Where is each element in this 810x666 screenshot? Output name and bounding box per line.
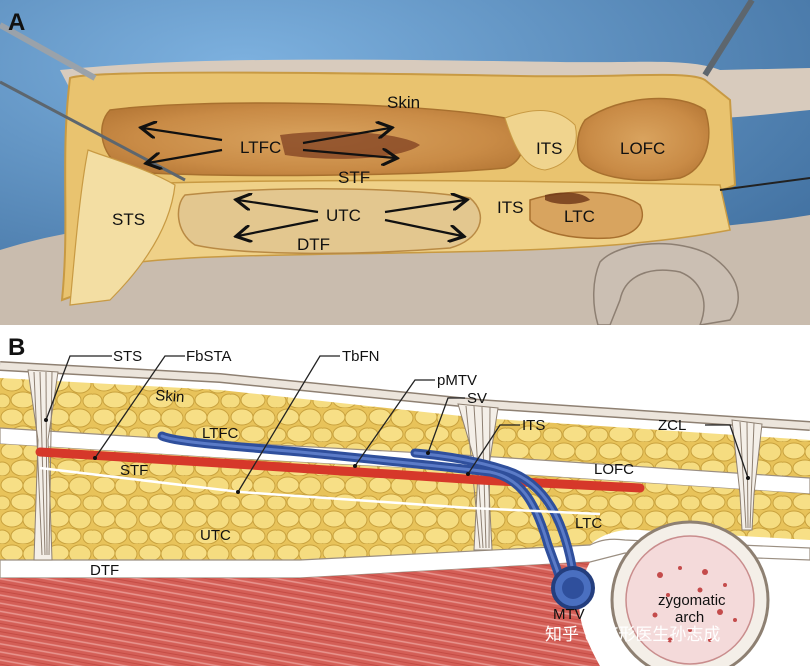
arrow-utc-upright [384,200,465,214]
panel-b: B STS FbSTA TbFN pMTV SV ITS ZCL Skin LT… [0,331,810,666]
lower-fat-layer [0,444,810,560]
arrow-utc-downleft [238,218,319,236]
zygomatic-arch-inner [625,535,755,665]
label-a-sts: STS [112,210,145,229]
label-b-ltfc: LTFC [202,425,239,442]
panel-b-letter: B [8,334,25,361]
label-b-dtf: DTF [90,562,119,579]
watermark-text: 知乎 @整形医生孙志成 [545,625,720,645]
leader-sts [45,355,112,421]
leader-dots [44,418,750,494]
label-a-ltc: LTC [564,207,595,226]
arrows-panel-a [143,128,465,236]
forceps-top-right [702,0,755,77]
zygomatic-marrow-dots [652,566,737,643]
leader-pmtv [354,379,435,467]
mtv-vessel-core [562,577,584,599]
arrow-ltfc-upright [302,128,390,145]
ear-structure [592,242,739,326]
fbsta-artery [35,447,645,493]
label-a-ltfc: LTFC [240,138,281,157]
label-b-skin: Skin [155,387,185,406]
ltc-cavity [529,191,643,240]
label-a-dtf: DTF [297,235,330,254]
label-b-stf: STF [120,462,148,479]
callout-sv: SV [467,390,487,407]
label-b-zygomatic: zygomatic [658,592,726,609]
utc-cavity [177,188,481,255]
leader-its [467,424,520,475]
dtf-band [0,538,810,579]
label-b-arch: arch [675,609,704,626]
arrow-utc-downright [384,218,462,236]
panel-a-letter: A [8,9,25,36]
arrow-ltfc-downright [302,150,395,158]
label-b-ltc: LTC [575,515,602,532]
label-a-stf: STF [338,168,370,187]
callout-its: ITS [522,417,545,434]
panel-a: A Skin LTFC ITS LOFC STF STS UTC ITS LTC… [0,0,810,326]
sv-vein-highlight [413,451,576,580]
label-b-lofc: LOFC [594,461,634,478]
label-a-skin: Skin [387,93,420,112]
label-b-mtv: MTV [553,606,585,623]
label-a-lofc: LOFC [620,139,665,158]
leader-tbfn [237,355,340,493]
upper-fat-layer [0,378,810,478]
leader-zcl [705,424,749,479]
lofc-cavity [576,97,710,181]
callout-sts: STS [113,348,142,365]
arrow-utc-upleft [238,200,319,214]
arrow-ltfc-upleft [143,128,223,142]
callout-zcl: ZCL [658,417,686,434]
sts-septum [69,149,176,306]
callout-tbfn: TbFN [342,348,380,365]
leader-sv [427,397,465,454]
forceps-top-left [0,22,97,81]
callout-fbsta: FbSTA [186,348,232,365]
probe-right [719,177,810,191]
label-b-utc: UTC [200,527,231,544]
its-septum-upper [504,110,577,171]
skin-line-inner [0,362,810,430]
label-a-utc: UTC [326,206,361,225]
label-a-its-upper: ITS [536,139,562,158]
callout-pmtv: pMTV [437,372,477,389]
leader-fbsta [94,355,185,459]
label-a-its-lower: ITS [497,198,523,217]
arrow-ltfc-downleft [148,148,223,163]
temporal-muscle [0,562,600,666]
tbfn-nerve [39,466,601,516]
panel-divider [0,325,810,331]
ltc-dark-spot [545,192,590,205]
sts-septum-diagram [27,369,59,561]
callout-lines [45,355,749,493]
pmtv-vein-highlight [160,434,562,580]
